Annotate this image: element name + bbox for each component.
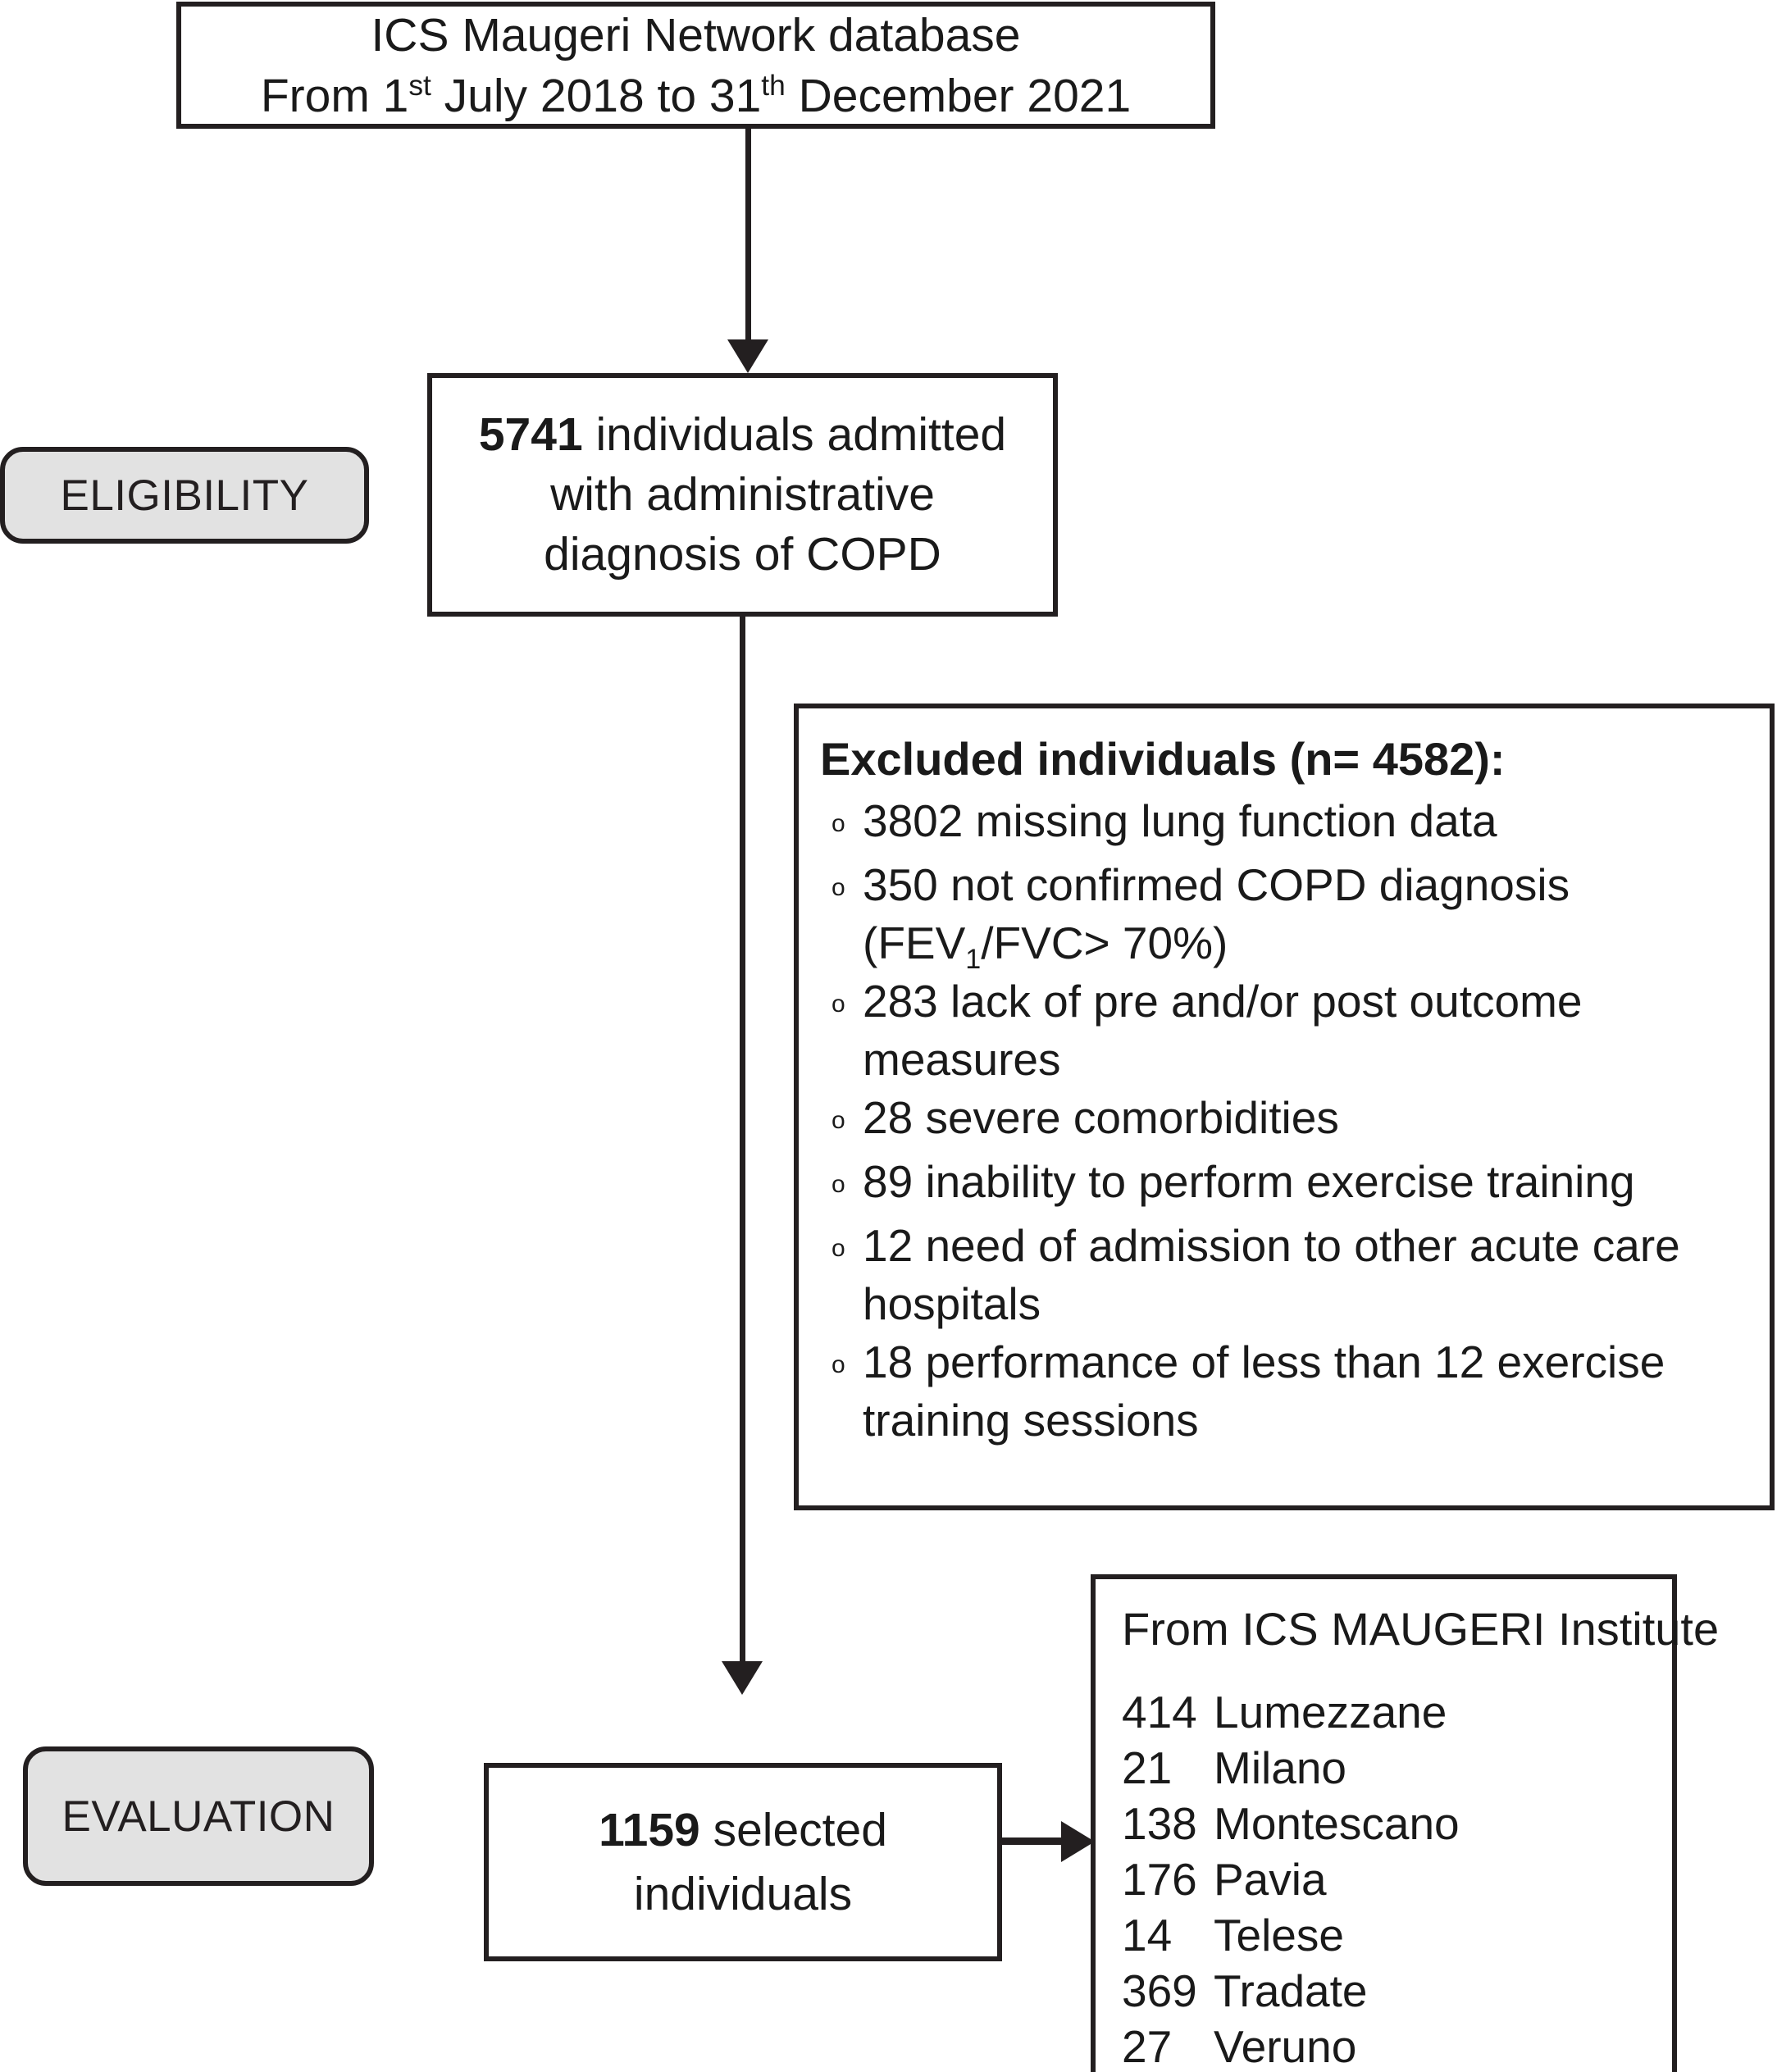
daterange-part-a: From 1 bbox=[260, 69, 409, 122]
institute-name: Milano bbox=[1214, 1742, 1347, 1793]
excluded-title: Excluded individuals (n= 4582): bbox=[820, 733, 1506, 785]
institute-name: Tradate bbox=[1214, 1965, 1368, 2016]
arrow-head-database-to-eligible bbox=[727, 339, 768, 373]
excluded-list-item: o 3802 missing lung function data bbox=[820, 792, 1750, 856]
eligible-line-3: diagnosis of COPD bbox=[544, 528, 941, 581]
institute-count: 414 bbox=[1122, 1687, 1197, 1737]
institute-name: Veruno bbox=[1214, 2021, 1357, 2072]
excluded-item-text: 350 not confirmed COPD diagnosis (FEV1/F… bbox=[863, 856, 1750, 973]
database-daterange-line: From 1st July 2018 to 31th December 2021 bbox=[261, 66, 1131, 126]
institute-name: Lumezzane bbox=[1214, 1687, 1447, 1737]
stage-pill-eligibility: ELIGIBILITY bbox=[0, 447, 369, 544]
institute-row: 27 Veruno bbox=[1122, 2019, 1672, 2072]
institute-name: Montescano bbox=[1214, 1798, 1460, 1849]
ordinal-th: th bbox=[761, 69, 786, 102]
eligible-individuals-box: 5741 individuals admitted with administr… bbox=[427, 373, 1058, 617]
excluded-list-item: o 89 inability to perform exercise train… bbox=[820, 1153, 1750, 1217]
eligible-count-value: 5741 bbox=[478, 408, 583, 461]
institute-name: Pavia bbox=[1214, 1854, 1327, 1905]
selected-individuals-box: 1159 selected individuals bbox=[484, 1763, 1002, 1961]
selected-line-2: individuals bbox=[633, 1868, 853, 1920]
excluded-item-text-main: 350 not confirmed COPD diagnosis bbox=[863, 859, 1570, 910]
ordinal-st: st bbox=[408, 69, 431, 102]
database-title-line: ICS Maugeri Network database bbox=[371, 8, 1021, 61]
stage-pill-evaluation-label: EVALUATION bbox=[62, 1792, 335, 1841]
institute-count: 138 bbox=[1122, 1798, 1197, 1849]
excluded-list-item: o 350 not confirmed COPD diagnosis (FEV1… bbox=[820, 856, 1750, 973]
connector-line-selected-to-institute bbox=[1002, 1837, 1066, 1845]
eligible-count-suffix: individuals admitted bbox=[582, 408, 1007, 461]
institute-breakdown-box: From ICS MAUGERI Institute 414 Lumezzane… bbox=[1091, 1574, 1720, 2072]
fev-subscript: 1 bbox=[965, 944, 982, 975]
institute-row: 369 Tradate bbox=[1122, 1963, 1672, 2019]
database-source-box: ICS Maugeri Network database From 1st Ju… bbox=[176, 2, 1215, 129]
institute-row: 176 Pavia bbox=[1122, 1851, 1672, 1907]
institute-count: 21 bbox=[1122, 1742, 1173, 1793]
excluded-list-item: o 283 lack of pre and/or post outcome me… bbox=[820, 972, 1750, 1089]
institute-count: 369 bbox=[1122, 1965, 1197, 2016]
daterange-part-c: December 2021 bbox=[785, 69, 1132, 122]
excluded-item-text: 283 lack of pre and/or post outcome meas… bbox=[863, 976, 1583, 1085]
excluded-item-text: 28 severe comorbidities bbox=[863, 1092, 1339, 1143]
institute-count: 176 bbox=[1122, 1854, 1197, 1905]
selected-count-suffix: selected bbox=[699, 1804, 887, 1856]
eligible-line-2: with administrative bbox=[550, 468, 935, 521]
institute-row: 414 Lumezzane bbox=[1122, 1684, 1672, 1740]
eligible-count-line: 5741 individuals admitted bbox=[479, 405, 1006, 465]
bullet-icon: o bbox=[832, 874, 845, 901]
bullet-icon: o bbox=[832, 1171, 845, 1198]
excluded-item-text: 18 performance of less than 12 exercise … bbox=[863, 1337, 1665, 1446]
excluded-item-criterion: (FEV1/FVC> 70%) bbox=[863, 918, 1228, 973]
fvc-threshold: /FVC> 70%) bbox=[981, 918, 1228, 968]
arrow-head-eligible-to-selected bbox=[722, 1661, 763, 1695]
institute-row: 21 Milano bbox=[1122, 1740, 1672, 1796]
excluded-item-text: 89 inability to perform exercise trainin… bbox=[863, 1156, 1635, 1207]
selected-count-line: 1159 selected bbox=[599, 1798, 887, 1862]
excluded-item-text: 12 need of admission to other acute care… bbox=[863, 1220, 1680, 1329]
excluded-list-item: o 12 need of admission to other acute ca… bbox=[820, 1217, 1750, 1333]
bullet-icon: o bbox=[832, 1351, 845, 1378]
stage-pill-evaluation: EVALUATION bbox=[23, 1746, 374, 1886]
excluded-item-text: 3802 missing lung function data bbox=[863, 795, 1497, 846]
daterange-part-b: July 2018 to 31 bbox=[431, 69, 762, 122]
arrow-head-selected-to-institute bbox=[1061, 1821, 1095, 1862]
excluded-list-item: o 18 performance of less than 12 exercis… bbox=[820, 1333, 1750, 1450]
institute-title: From ICS MAUGERI Institute bbox=[1122, 1603, 1720, 1655]
excluded-individuals-box: Excluded individuals (n= 4582): o 3802 m… bbox=[794, 704, 1775, 1510]
institute-count: 14 bbox=[1122, 1910, 1173, 1960]
bullet-icon: o bbox=[832, 1235, 845, 1262]
bullet-icon: o bbox=[832, 810, 845, 837]
institute-row: 138 Montescano bbox=[1122, 1796, 1672, 1851]
fev-label: (FEV bbox=[863, 918, 966, 968]
bullet-icon: o bbox=[832, 1107, 845, 1134]
bullet-icon: o bbox=[832, 990, 845, 1018]
excluded-list-item: o 28 severe comorbidities bbox=[820, 1089, 1750, 1153]
institute-count: 27 bbox=[1122, 2021, 1173, 2072]
stage-pill-eligibility-label: ELIGIBILITY bbox=[60, 471, 309, 520]
institute-name: Telese bbox=[1214, 1910, 1344, 1960]
connector-line-eligible-to-selected bbox=[740, 617, 745, 1668]
selected-count-value: 1159 bbox=[599, 1804, 700, 1856]
institute-row: 14 Telese bbox=[1122, 1907, 1672, 1963]
connector-line-database-to-eligible bbox=[745, 129, 751, 348]
